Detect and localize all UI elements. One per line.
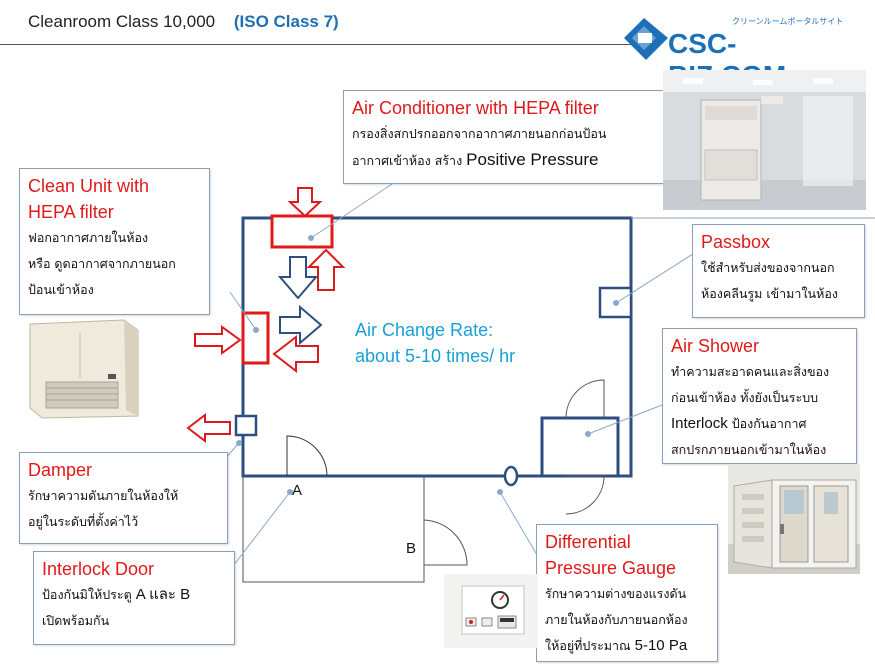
- callout-passbox: Passbox ใช้สำหรับส่งของจากนอก ห้องคลีนรู…: [692, 224, 865, 318]
- door-b-arc: [423, 519, 468, 566]
- callout-clean-unit: Clean Unit with HEPA filter ฟอกอากาศภายใ…: [19, 168, 210, 315]
- diff-gauge-line3-big: 5-10 Pa: [634, 637, 688, 654]
- air-conditioner-box: [270, 214, 334, 249]
- air-shower-line2: ก่อนเข้าห้อง ทั้งยังเป็นระบบ: [671, 390, 819, 405]
- interlock-door-title: Interlock Door: [42, 559, 155, 579]
- clean-unit-title2: HEPA filter: [28, 202, 114, 222]
- photo-pressure-gauge: [444, 574, 538, 648]
- door-a-label: A: [292, 482, 303, 499]
- interlock-door-line1: ป้องกันมิให้ประตู: [42, 587, 132, 602]
- callout-diff-gauge: Differential Pressure Gauge รักษาความต่า…: [536, 524, 718, 662]
- diff-gauge-line1: รักษาความต่างของแรงดัน: [545, 586, 687, 601]
- passbox-title: Passbox: [701, 232, 771, 252]
- air-conditioner-title: Air Conditioner with HEPA filter: [352, 98, 599, 118]
- door-a-arc: [286, 435, 328, 477]
- interlock-door-line2: เปิดพร้อมกัน: [42, 613, 110, 628]
- air-shower-line3-big: Interlock: [671, 415, 728, 432]
- diff-gauge-title2: Pressure Gauge: [545, 558, 677, 578]
- air-shower-line1: ทำความสะอาดคนและสิ่งของ: [671, 364, 830, 379]
- clean-unit-title1: Clean Unit with: [28, 176, 150, 196]
- callout-air-conditioner: Air Conditioner with HEPA filter กรองสิ่…: [343, 90, 664, 184]
- air-shower-line4: สกปรกภายนอกเข้ามาในห้อง: [671, 442, 827, 457]
- diff-gauge-line2: ภายในห้องกับภายนอกห้อง: [545, 612, 688, 627]
- passbox-line1: ใช้สำหรับส่งของจากนอก: [701, 260, 835, 275]
- interlock-door-line1-wrap: ป้องกันมิให้ประตู A และ B: [42, 582, 226, 608]
- air-shower-line3: ป้องกันอากาศ: [731, 416, 807, 431]
- callout-interlock-door: Interlock Door ป้องกันมิให้ประตู A และ B…: [33, 551, 235, 645]
- air-shower-line3-wrap: Interlock ป้องกันอากาศ: [671, 411, 848, 437]
- air-conditioner-line2: อากาศเข้าห้อง สร้าง: [352, 153, 463, 168]
- ac-return-arrow-icon: [306, 248, 346, 291]
- photo-air-conditioner: [663, 70, 866, 210]
- air-conditioner-line2-big: Positive Pressure: [466, 150, 599, 169]
- title-rule: [0, 44, 640, 45]
- title-iso: (ISO Class 7): [233, 12, 339, 31]
- logo-subtext: クリーンルームポータルサイト: [732, 17, 844, 26]
- clean-unit-intake-arrow-icon: [194, 325, 242, 355]
- air-shower-title: Air Shower: [671, 336, 760, 356]
- clean-unit-supply-arrow-icon: [279, 304, 323, 346]
- pressure-gauge-mark: [503, 465, 519, 487]
- damper-title: Damper: [28, 460, 93, 480]
- air-shower-door-bottom: [565, 475, 605, 515]
- diff-gauge-title1: Differential: [545, 532, 631, 552]
- ac-intake-arrow-icon: [287, 187, 323, 218]
- photo-clean-unit: [20, 318, 144, 420]
- air-change-line2: about 5-10 times/ hr: [355, 346, 516, 366]
- door-b-label: B: [406, 540, 417, 557]
- callout-damper: Damper รักษาความดันภายในห้องให้ อยู่ในระ…: [19, 452, 228, 544]
- diff-gauge-line3: ให้อยู่ที่ประมาณ: [545, 638, 631, 653]
- ac-supply-arrow-icon: [277, 256, 319, 300]
- interlock-door-line1-big: A และ B: [135, 586, 191, 603]
- slide-title: Cleanroom Class 10,000 (ISO Class 7): [28, 12, 339, 32]
- clean-unit-return-arrow-icon: [272, 334, 319, 374]
- damper-line1: รักษาความดันภายในห้องให้: [28, 488, 179, 503]
- passbox-line2: ห้องคลีนรูม เข้ามาในห้อง: [701, 286, 838, 301]
- diff-gauge-line3-wrap: ให้อยู่ที่ประมาณ 5-10 Pa: [545, 633, 709, 659]
- clean-unit-line2: หรือ ดูดอากาศจากภายนอก: [28, 256, 176, 271]
- air-conditioner-line1: กรองสิ่งสกปรกออกจากอากาศภายนอกก่อนป้อน: [352, 126, 607, 141]
- air-conditioner-line2-wrap: อากาศเข้าห้อง สร้าง Positive Pressure: [352, 147, 655, 174]
- air-change-rate: Air Change Rate: about 5-10 times/ hr: [355, 317, 515, 369]
- callout-air-shower: Air Shower ทำความสะอาดคนและสิ่งของ ก่อนเ…: [662, 328, 857, 464]
- damper-line2: อยู่ในระดับที่ตั้งค่าไว้: [28, 514, 139, 529]
- title-main: Cleanroom Class 10,000: [28, 12, 216, 31]
- clean-unit-box: [241, 311, 270, 365]
- air-shower-door-top: [565, 379, 605, 419]
- anteroom-outline: [242, 476, 425, 583]
- photo-air-shower: [728, 464, 860, 574]
- logo-mark-icon: [624, 18, 668, 60]
- clean-unit-line3: ป้อนเข้าห้อง: [28, 282, 94, 297]
- clean-unit-line1: ฟอกอากาศภายในห้อง: [28, 230, 149, 245]
- air-change-line1: Air Change Rate:: [355, 320, 494, 340]
- damper-box: [234, 414, 258, 437]
- damper-exhaust-arrow-icon: [186, 412, 231, 444]
